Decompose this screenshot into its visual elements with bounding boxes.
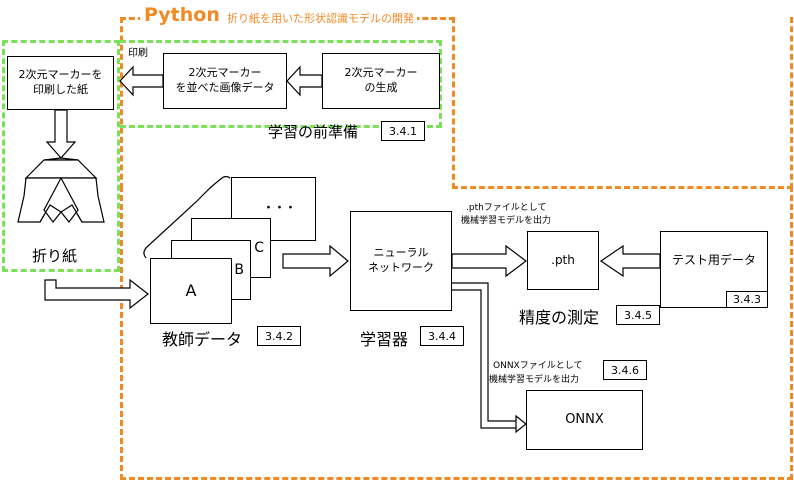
python-frame-step xyxy=(452,17,793,189)
accuracy-num: 3.4.5 xyxy=(616,305,660,325)
title-subtitle: 折り紙を用いた形状認識モデルの開発 xyxy=(224,10,417,26)
hollow-arrow-test-to-pth xyxy=(599,244,661,278)
title-python: Python xyxy=(140,4,224,26)
printed-marker-box: 2次元マーカーを 印刷した紙 xyxy=(7,56,114,110)
stack-brace xyxy=(143,175,231,259)
teacher-label: 教師データ xyxy=(162,330,243,349)
hollow-arrow-gen-to-image xyxy=(286,65,323,97)
onnx-num: 3.4.6 xyxy=(603,360,647,380)
print-label: 印刷 xyxy=(128,48,148,59)
preprocess-label: 学習の前準備 xyxy=(268,123,359,141)
teacher-num: 3.4.2 xyxy=(257,326,301,346)
hollow-arrow-image-to-print xyxy=(119,65,164,97)
marker-image-box: 2次元マーカー を並べた画像データ xyxy=(163,53,287,109)
onnx-note-1: ONNXファイルとして xyxy=(493,361,583,371)
onnx-box: ONNX xyxy=(526,390,643,450)
hollow-arrow-nn-to-pth xyxy=(451,244,527,278)
onnx-note-2: 機械学習モデルを出力 xyxy=(489,375,580,385)
preprocess-num: 3.4.1 xyxy=(381,121,425,141)
learner-num: 3.4.4 xyxy=(420,326,464,346)
test-num: 3.4.3 xyxy=(726,291,768,308)
nn-box: ニューラル ネットワーク xyxy=(350,211,452,311)
connector-nn-to-onnx xyxy=(452,282,527,434)
origami-icon xyxy=(17,157,105,223)
hollow-arrow-teacher-to-nn xyxy=(282,244,349,278)
hollow-arrow-origami-to-teacher xyxy=(44,278,149,310)
origami-frame xyxy=(2,40,120,272)
origami-label: 折り紙 xyxy=(32,247,78,265)
pth-note-2: 機械学習モデルを出力 xyxy=(461,216,552,226)
marker-gen-box: 2次元マーカー の生成 xyxy=(322,53,440,109)
accuracy-label: 精度の測定 xyxy=(519,308,600,327)
pth-box: .pth xyxy=(527,231,599,290)
preprocess-frame xyxy=(120,40,442,128)
python-frame-right xyxy=(120,186,793,480)
hollow-arrow-print-to-origami xyxy=(45,109,77,159)
data-card-a: A xyxy=(150,258,232,324)
learner-label: 学習器 xyxy=(360,330,409,349)
pth-note-1: .pthファイルとして xyxy=(466,203,547,213)
